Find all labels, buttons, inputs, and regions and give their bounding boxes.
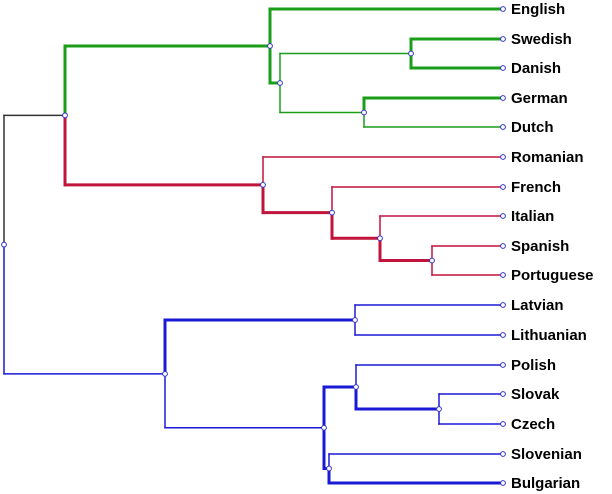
leaf-node-italian	[500, 213, 506, 219]
leaf-node-french	[500, 184, 506, 190]
internal-node-root	[1, 241, 7, 248]
internal-node-iberian	[429, 257, 435, 264]
leaf-node-lithuanian	[500, 332, 506, 338]
internal-node-romance-west	[329, 209, 335, 216]
leaf-node-czech	[500, 421, 506, 427]
internal-node-west-slavic	[353, 384, 359, 390]
leaf-node-portuguese	[500, 272, 506, 278]
leaf-label-lithuanian: Lithuanian	[511, 327, 587, 344]
leaf-label-dutch: Dutch	[511, 119, 554, 136]
internal-node-germanic-inner	[277, 80, 283, 86]
leaf-label-slovak: Slovak	[511, 386, 560, 403]
leaf-node-german	[500, 95, 506, 101]
tree-branches	[3, 7, 505, 485]
leaf-node-danish	[500, 65, 506, 71]
leaf-node-slovak	[500, 391, 506, 397]
leaf-label-spanish: Spanish	[511, 238, 569, 255]
leaf-label-romanian: Romanian	[511, 149, 584, 166]
leaf-label-latvian: Latvian	[511, 297, 564, 314]
internal-node-nordic	[408, 50, 414, 57]
leaf-label-bulgarian: Bulgarian	[511, 475, 580, 492]
leaf-node-polish	[500, 362, 506, 368]
leaf-label-czech: Czech	[511, 416, 555, 433]
node-markers	[1, 6, 506, 486]
leaf-label-polish: Polish	[511, 357, 556, 374]
leaf-node-bulgarian	[500, 480, 506, 486]
internal-node-czecho-slovak	[436, 406, 442, 412]
internal-node-germanic	[267, 43, 273, 49]
internal-node-baltic	[352, 317, 358, 323]
internal-node-balto-slavic	[162, 370, 168, 377]
leaf-node-spanish	[500, 243, 506, 249]
leaf-label-danish: Danish	[511, 60, 561, 77]
leaf-label-italian: Italian	[511, 208, 554, 225]
internal-node-ie-west	[62, 112, 68, 119]
leaf-label-german: German	[511, 90, 568, 107]
leaf-label-swedish: Swedish	[511, 31, 572, 48]
leaf-label-french: French	[511, 179, 561, 196]
leaf-node-romanian	[500, 154, 506, 160]
leaf-node-swedish	[500, 36, 506, 42]
leaf-node-latvian	[500, 302, 506, 308]
leaf-node-dutch	[500, 124, 506, 130]
internal-node-west-germanic	[361, 109, 367, 116]
internal-node-italo-iberian	[377, 235, 383, 242]
internal-node-slavic	[321, 424, 327, 431]
leaf-label-slovenian: Slovenian	[511, 446, 582, 463]
leaf-node-slovenian	[500, 451, 506, 457]
leaf-label-portuguese: Portuguese	[511, 267, 594, 284]
leaf-node-english	[500, 6, 506, 12]
leaf-label-english: English	[511, 1, 565, 18]
internal-node-romance	[260, 181, 266, 188]
internal-node-south-slavic	[326, 465, 332, 472]
leaf-labels: EnglishSwedishDanishGermanDutchRomanianF…	[511, 1, 594, 492]
